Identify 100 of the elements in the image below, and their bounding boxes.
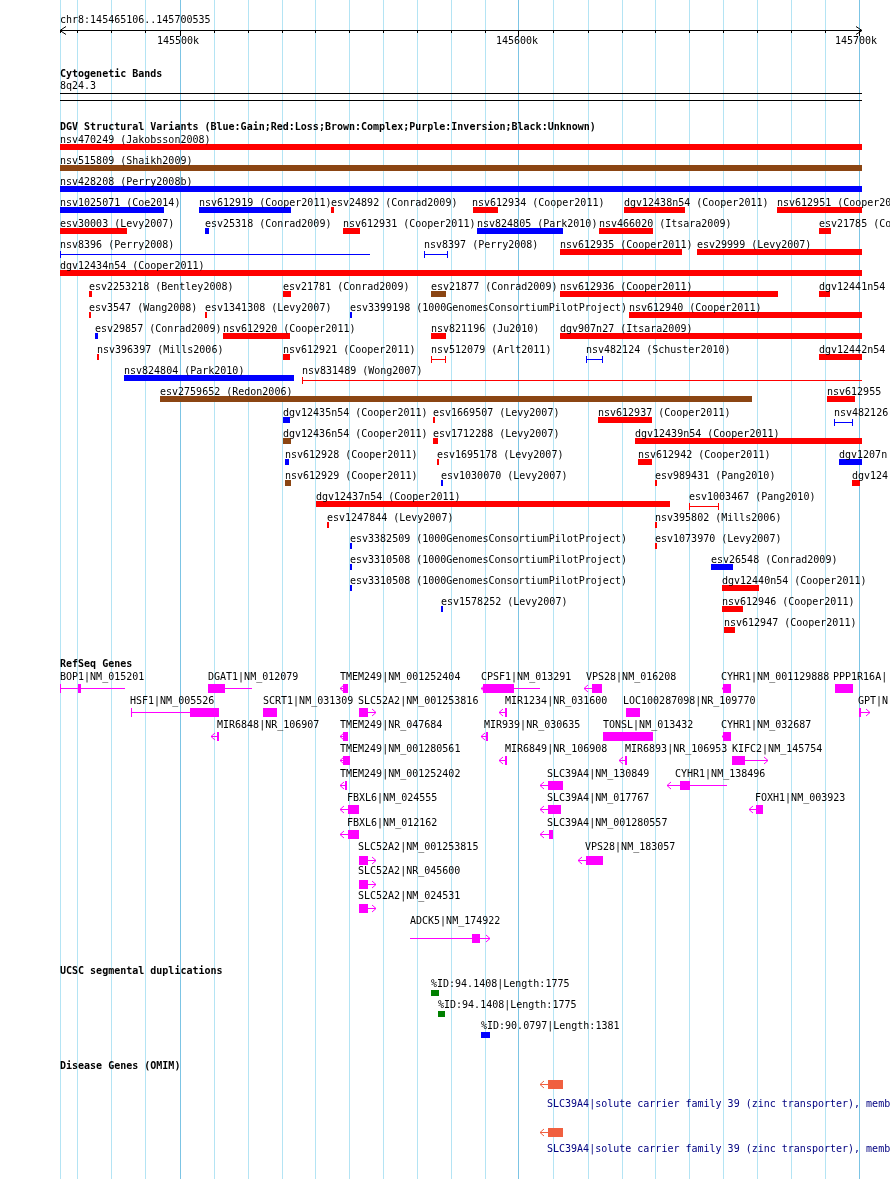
gene-label: SLC39A4|NM_017767: [547, 792, 650, 803]
variant-label: nsv482126: [834, 407, 889, 418]
variant-label: esv1341308 (Levy2007): [205, 302, 332, 313]
disease-gene-label: SLC39A4|solute carrier family 39 (zinc transporter), memb: [547, 1098, 890, 1109]
variant-label: nsv512079 (Arlt2011): [431, 344, 552, 355]
variant-label: esv30003 (Levy2007): [60, 218, 175, 229]
variant-label: nsv831489 (Wong2007): [302, 365, 423, 376]
gene-label: CYHR1|NM_001129888: [721, 671, 830, 682]
variant-label: nsv1025071 (Coe2014): [60, 197, 181, 208]
variant-label: esv3399198 (1000GenomesConsortiumPilotProject): [350, 302, 627, 313]
gene-label: PPP1R16A|: [833, 671, 888, 682]
gene-label: KIFC2|NM_145754: [732, 743, 823, 754]
gene-label: TMEM249|NM_001280561: [340, 743, 461, 754]
variant-label: nsv396397 (Mills2006): [97, 344, 224, 355]
variant-label: esv29999 (Levy2007): [697, 239, 812, 250]
axis-tick-label: 145500k: [157, 35, 200, 46]
variant-label: esv3547 (Wang2008): [89, 302, 198, 313]
variant-label: nsv612946 (Cooper2011): [722, 596, 855, 607]
variant-label: esv1695178 (Levy2007): [437, 449, 564, 460]
variant-label: esv26548 (Conrad2009): [711, 554, 838, 565]
gene-label: BOP1|NM_015201: [60, 671, 145, 682]
variant-label: nsv515809 (Shaikh2009): [60, 155, 193, 166]
variant-label: dgv12437n54 (Cooper2011): [316, 491, 461, 502]
variant-label: nsv612947 (Cooper2011): [724, 617, 857, 628]
variant-label: dgv1207n: [839, 449, 888, 460]
variant-label: nsv821196 (Ju2010): [431, 323, 540, 334]
gene-label: SLC52A2|NM_001253815: [358, 841, 479, 852]
gene-label: MIR6849|NR_106908: [505, 743, 608, 754]
variant-label: dgv12440n54 (Cooper2011): [722, 575, 867, 586]
gene-label: SLC39A4|NM_001280557: [547, 817, 668, 828]
variant-label: dgv12435n54 (Cooper2011): [283, 407, 428, 418]
axis-tick-label: 145600k: [496, 35, 539, 46]
variant-label: esv1669507 (Levy2007): [433, 407, 560, 418]
gene-label: VPS28|NM_016208: [586, 671, 677, 682]
variant-label: nsv612942 (Cooper2011): [638, 449, 771, 460]
variant-label: dgv12441n54: [819, 281, 886, 292]
track-title: Cytogenetic Bands: [60, 68, 163, 79]
gene-label: CYHR1|NM_032687: [721, 719, 812, 730]
gene-label: TMEM249|NR_047684: [340, 719, 443, 730]
variant-label: nsv612940 (Cooper2011): [629, 302, 762, 313]
variant-label: nsv395802 (Mills2006): [655, 512, 782, 523]
gene-label: MIR939|NR_030635: [484, 719, 581, 730]
variant-label: esv25318 (Conrad2009): [205, 218, 332, 229]
variant-label: dgv12442n54: [819, 344, 886, 355]
variant-label: nsv8396 (Perry2008): [60, 239, 175, 250]
variant-label: nsv612934 (Cooper2011): [472, 197, 605, 208]
variant-label: nsv482124 (Schuster2010): [586, 344, 731, 355]
gene-label: HSF1|NM_005526: [130, 695, 215, 706]
gene-label: SLC52A2|NR_045600: [358, 865, 461, 876]
band-label: 8q24.3: [60, 80, 97, 91]
variant-label: esv21877 (Conrad2009): [431, 281, 558, 292]
variant-label: esv1712288 (Levy2007): [433, 428, 560, 439]
gene-label: VPS28|NM_183057: [585, 841, 676, 852]
gene-label: DGAT1|NM_012079: [208, 671, 299, 682]
gene-label: FBXL6|NM_012162: [347, 817, 438, 828]
variant-label: nsv612937 (Cooper2011): [598, 407, 731, 418]
track-title: Disease Genes (OMIM): [60, 1060, 181, 1071]
variant-label: esv989431 (Pang2010): [655, 470, 776, 481]
variant-label: nsv612936 (Cooper2011): [560, 281, 693, 292]
variant-label: nsv612951 (Cooper20: [777, 197, 890, 208]
variant-label: esv21781 (Conrad2009): [283, 281, 410, 292]
gene-label: LOC100287098|NR_109770: [623, 695, 756, 706]
duplication-label: %ID:94.1408|Length:1775: [438, 999, 577, 1010]
variant-label: dgv12436n54 (Cooper2011): [283, 428, 428, 439]
duplication-label: %ID:90.0797|Length:1381: [481, 1020, 620, 1031]
variant-label: esv29857 (Conrad2009): [95, 323, 222, 334]
variant-label: nsv612935 (Cooper2011): [560, 239, 693, 250]
variant-label: esv2759652 (Redon2006): [160, 386, 293, 397]
duplication-label: %ID:94.1408|Length:1775: [431, 978, 570, 989]
gene-label: GPT|N: [858, 695, 889, 706]
gene-label: SLC52A2|NM_024531: [358, 890, 461, 901]
gene-label: CPSF1|NM_013291: [481, 671, 572, 682]
variant-label: nsv8397 (Perry2008): [424, 239, 539, 250]
variant-label: dgv12439n54 (Cooper2011): [635, 428, 780, 439]
gene-label: ADCK5|NM_174922: [410, 915, 501, 926]
track-title: RefSeq Genes: [60, 658, 133, 669]
variant-label: esv1030070 (Levy2007): [441, 470, 568, 481]
gene-label: MIR6848|NR_106907: [217, 719, 320, 730]
disease-gene-label: SLC39A4|solute carrier family 39 (zinc transporter), memb: [547, 1143, 890, 1154]
variant-label: dgv907n27 (Itsara2009): [560, 323, 693, 334]
variant-label: dgv12434n54 (Cooper2011): [60, 260, 205, 271]
gene-label: SLC52A2|NM_001253816: [358, 695, 479, 706]
track-title: UCSC segmental duplications: [60, 965, 223, 976]
variant-label: esv3310508 (1000GenomesConsortiumPilotProject): [350, 575, 627, 586]
coordinate-label: chr8:145465106..145700535: [60, 14, 211, 25]
variant-label: esv1073970 (Levy2007): [655, 533, 782, 544]
variant-label: esv3382509 (1000GenomesConsortiumPilotProject): [350, 533, 627, 544]
axis-tick-label: 145700k: [835, 35, 878, 46]
track-title: DGV Structural Variants (Blue:Gain;Red:Loss;Brown:Complex;Purple:Inversion;Black:Unknown): [60, 121, 596, 132]
gene-label: TONSL|NM_013432: [603, 719, 694, 730]
variant-label: dgv12438n54 (Cooper2011): [624, 197, 769, 208]
gene-label: MIR6893|NR_106953: [625, 743, 728, 754]
variant-label: esv2253218 (Bentley2008): [89, 281, 234, 292]
gene-label: MIR1234|NR_031600: [505, 695, 608, 706]
gene-label: TMEM249|NM_001252402: [340, 768, 461, 779]
variant-label: nsv612919 (Cooper2011): [199, 197, 332, 208]
variant-label: nsv612921 (Cooper2011): [283, 344, 416, 355]
variant-label: nsv612955: [827, 386, 882, 397]
gene-label: SCRT1|NM_031309: [263, 695, 354, 706]
variant-label: nsv612931 (Cooper2011): [343, 218, 476, 229]
